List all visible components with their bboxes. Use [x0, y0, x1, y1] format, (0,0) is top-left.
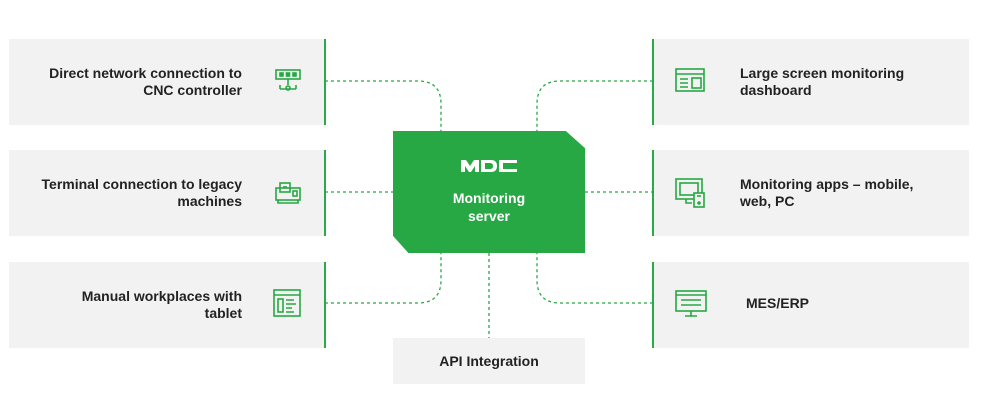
connector-left-bottom: [325, 253, 442, 304]
terminal-icon: [275, 182, 301, 204]
devices-icon: [675, 178, 705, 208]
card-label: Terminal connection to legacy machines: [41, 176, 242, 209]
dashboard-icon: [675, 68, 705, 92]
connector-right-bottom: [536, 253, 653, 304]
card-manual-workplaces: Manual workplaces with tablet: [9, 262, 326, 348]
monitoring-server: Monitoring server: [393, 131, 585, 253]
card-label: Direct network connection to CNC control…: [49, 65, 242, 98]
api-integration-label: API Integration: [439, 353, 539, 369]
card-monitoring-apps: Monitoring apps – mobile, web, PC: [652, 150, 969, 236]
server-title: Monitoring server: [452, 190, 526, 224]
connector-right-top: [536, 80, 653, 131]
connector-left-top: [325, 80, 442, 131]
card-large-screen-dashboard: Large screen monitoring dashboard: [652, 39, 969, 125]
card-cnc-connection: Direct network connection to CNC control…: [9, 39, 326, 125]
card-mes-erp: MES/ERP: [652, 262, 969, 348]
card-terminal-connection: Terminal connection to legacy machines: [9, 150, 326, 236]
monitor-icon: [675, 290, 707, 317]
card-label: Manual workplaces with tablet: [81, 288, 242, 321]
tablet-icon: [273, 289, 301, 317]
card-label: Large screen monitoring dashboard: [740, 65, 905, 98]
card-label: Monitoring apps – mobile, web, PC: [740, 176, 914, 209]
card-label: MES/ERP: [746, 295, 810, 311]
api-integration-box: API Integration: [393, 338, 585, 384]
network-switch-icon: [275, 69, 301, 91]
mdc-logo: [461, 160, 517, 172]
